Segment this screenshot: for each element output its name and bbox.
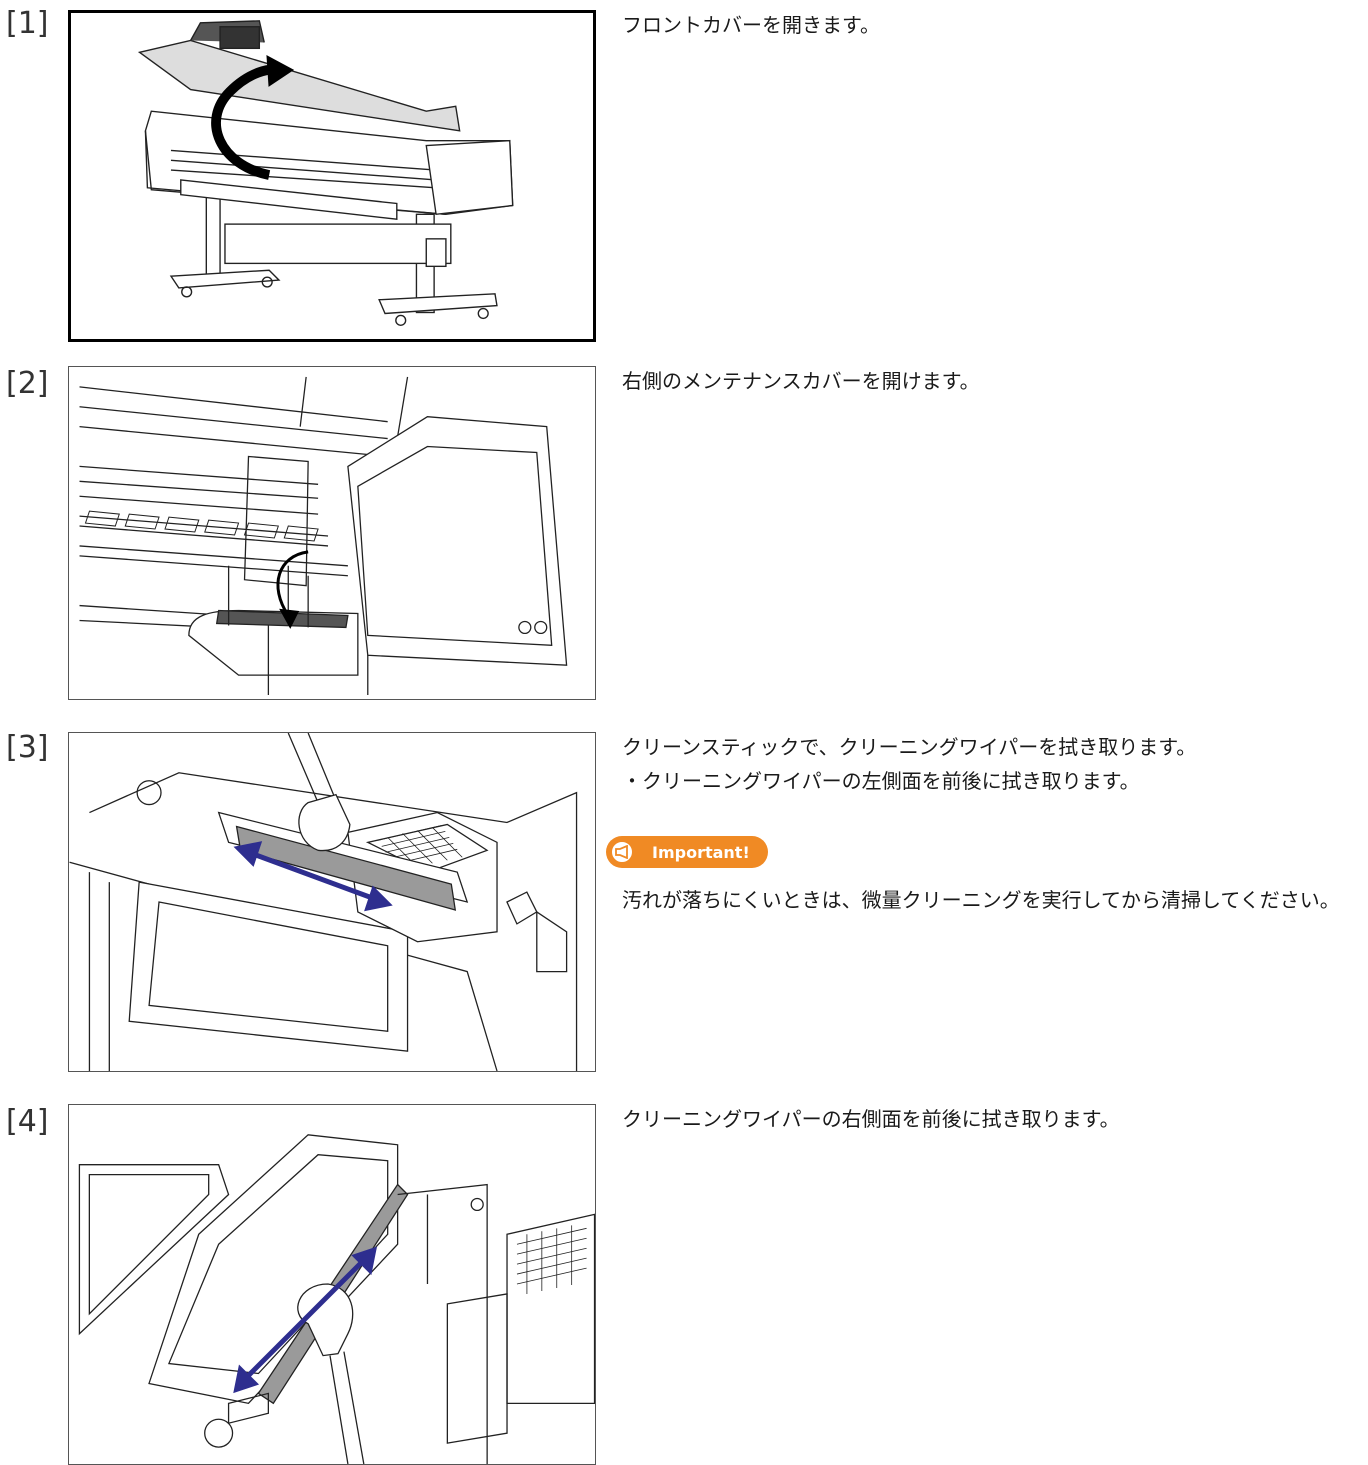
step-1-description: フロントカバーを開きます。 (622, 8, 880, 42)
step-1-text: フロントカバーを開きます。 (622, 13, 880, 37)
figure-wipe-left-side (68, 732, 596, 1072)
step-3-description: クリーンスティックで、クリーニングワイパーを拭き取ります。 ・クリーニングワイパ… (622, 730, 1196, 798)
step-number-2: [2] (6, 366, 49, 401)
step-2-text: 右側のメンテナンスカバーを開けます。 (622, 369, 980, 393)
figure-open-front-cover (68, 10, 596, 342)
step-number-3: [3] (6, 730, 49, 765)
step-3-subtext: ・クリーニングワイパーの左側面を前後に拭き取ります。 (622, 769, 1140, 793)
wiper-right-cleaning-illustration (78, 1134, 595, 1464)
printer-front-cover-illustration (137, 20, 514, 326)
step-2-description: 右側のメンテナンスカバーを開けます。 (622, 364, 980, 398)
important-message: 汚れが落ちにくいときは、微量クリーニングを実行してから清掃してください。 (622, 888, 1340, 912)
step-4-text: クリーニングワイパーの右側面を前後に拭き取ります。 (622, 1107, 1120, 1131)
maintenance-cover-illustration (79, 376, 568, 696)
step-4-description: クリーニングワイパーの右側面を前後に拭き取ります。 (622, 1102, 1120, 1136)
megaphone-icon (610, 840, 634, 864)
step-number-1: [1] (6, 6, 49, 41)
wiper-left-cleaning-illustration (69, 733, 578, 1071)
figure-wipe-right-side (68, 1104, 596, 1465)
important-label: Important! (652, 842, 750, 862)
step-3-text: クリーンスティックで、クリーニングワイパーを拭き取ります。 (622, 735, 1197, 759)
step-number-4: [4] (6, 1104, 49, 1139)
figure-open-maintenance-cover (68, 366, 596, 700)
important-badge: Important! (606, 836, 768, 868)
